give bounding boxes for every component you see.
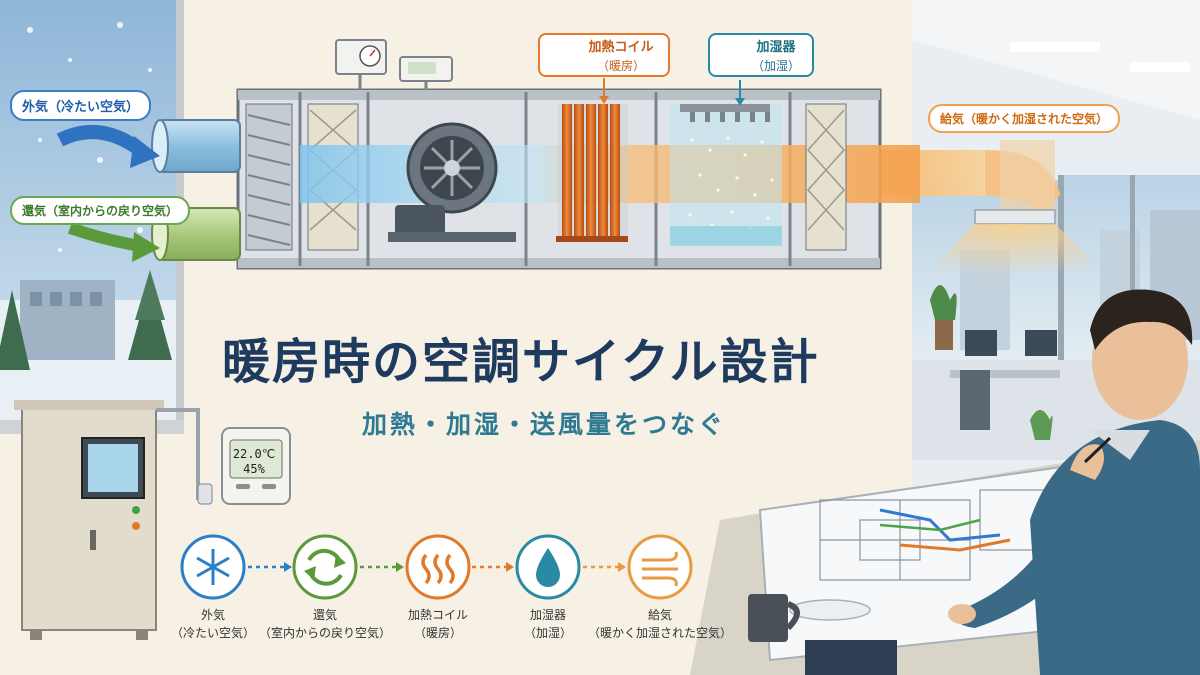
page-subtitle: 加熱・加湿・送風量をつなぐ — [362, 410, 727, 439]
outside-air-duct — [56, 119, 241, 173]
control-cabinet — [14, 400, 213, 640]
label-outside-air: 外気（冷たい空気） — [10, 90, 152, 121]
cycle-sub: （室内からの戻り空気） — [258, 626, 391, 640]
cycle-name: 加熱コイル — [407, 608, 468, 622]
thermostat-display: 22.0℃ 45% — [232, 447, 276, 477]
callout-humidifier-sub: （加湿） — [751, 59, 800, 73]
heating-coil — [556, 104, 628, 242]
top-gauges — [335, 39, 745, 106]
cycle-label-2: 加熱コイル （暖房） — [353, 606, 523, 642]
cycle-sub: （暖かく加湿された空気） — [587, 626, 732, 640]
cycle-name: 還気 — [312, 608, 337, 622]
cycle-circle-supply — [627, 534, 693, 600]
cycle-name: 給気 — [647, 608, 672, 622]
cycle-name: 外気 — [200, 608, 225, 622]
callout-heating-coil-title: 加熱コイル — [588, 40, 654, 55]
cycle-label-1: 還気 （室内からの戻り空気） — [240, 606, 410, 642]
label-return-air: 還気（室内からの戻り空気） — [10, 196, 191, 225]
snowflake-icon — [196, 549, 230, 585]
callout-humidifier-title: 加湿器 — [756, 40, 796, 55]
humidifier-unit — [670, 104, 782, 246]
heat-icon — [421, 553, 455, 585]
cycle-sub: （冷たい空気） — [170, 626, 255, 640]
supply-fan — [388, 122, 516, 242]
final-filter — [805, 103, 847, 251]
thermostat-temperature: 22.0℃ — [232, 447, 276, 461]
callout-humidifier: 加湿器 （加湿） — [708, 33, 814, 77]
water-drop-icon — [536, 548, 560, 587]
cycle-name: 加湿器 — [529, 608, 566, 622]
thermostat-humidity: 45% — [243, 462, 265, 476]
callout-heating-coil: 加熱コイル （暖房） — [538, 33, 670, 77]
cycle-label-0: 外気 （冷たい空気） — [128, 606, 298, 642]
cycle-label-4: 給気 （暖かく加湿された空気） — [575, 606, 745, 642]
page-title: 暖房時の空調サイクル設計 — [222, 334, 820, 390]
thermostat-device — [221, 427, 291, 505]
wind-icon — [642, 551, 678, 587]
cycle-flow — [180, 534, 693, 600]
desk-scene — [690, 289, 1200, 675]
cycle-sub: （加湿） — [523, 626, 572, 640]
cycle-sub: （暖房） — [413, 626, 462, 640]
cycle-circle-return-air — [292, 534, 358, 600]
callout-heating-coil-sub: （暖房） — [596, 59, 645, 73]
cycle-label-3: 加湿器 （加湿） — [463, 606, 633, 642]
label-supply-air: 給気（暖かく加湿された空気） — [928, 104, 1121, 133]
